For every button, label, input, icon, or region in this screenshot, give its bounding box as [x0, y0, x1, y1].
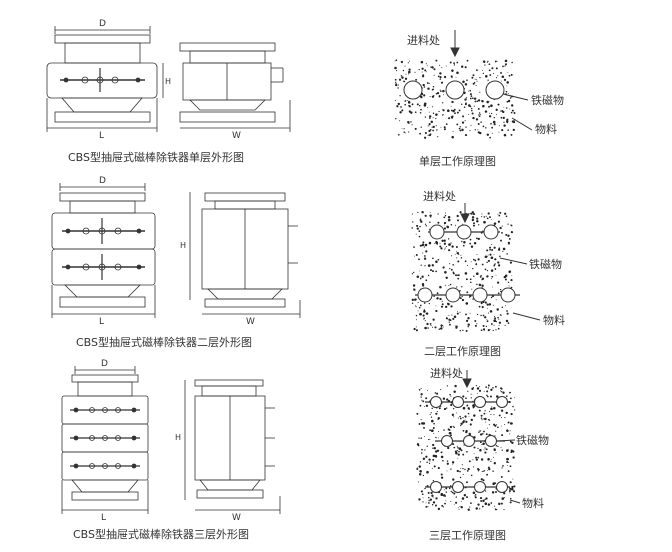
triple-principle-caption: 三层工作原理图 [429, 529, 506, 542]
dim-d-label: D [101, 359, 108, 369]
triple-outline-caption: CBS型抽屉式磁棒除铁器三层外形图 [73, 528, 250, 541]
dim-l-label: L [99, 317, 104, 327]
dim-l-label: L [99, 131, 104, 141]
magnet-label: 铁磁物 [531, 93, 564, 107]
double-side-view [189, 192, 301, 318]
dim-w-label: W [246, 317, 255, 327]
single-outline-caption: CBS型抽屉式磁棒除铁器单层外形图 [68, 151, 245, 164]
single-principle-caption: 单层工作原理图 [419, 155, 496, 168]
dim-d-label: D [99, 19, 106, 29]
triple-principle-diagram [425, 370, 521, 504]
single-principle-diagram [403, 30, 533, 131]
feed-label: 进料处 [423, 189, 456, 203]
single-side-view [179, 42, 291, 132]
dim-w-label: W [232, 131, 241, 141]
dim-h-label: H [180, 241, 186, 250]
feed-label: 进料处 [430, 366, 463, 380]
dim-h-label: H [175, 433, 181, 442]
double-outline-caption: CBS型抽屉式磁棒除铁器二层外形图 [76, 336, 253, 349]
feed-label: 进料处 [407, 33, 440, 47]
triple-side-view [184, 379, 281, 514]
dim-h-label: H [165, 77, 171, 86]
single-front-view [46, 26, 164, 132]
magnet-label: 铁磁物 [529, 257, 562, 271]
material-speckles [394, 59, 516, 511]
material-label: 物料 [535, 122, 557, 136]
dim-d-label: D [99, 176, 106, 186]
double-principle-diagram [415, 203, 541, 321]
double-front-view [51, 183, 156, 318]
dim-w-label: W [232, 513, 241, 523]
triple-front-view [61, 366, 149, 514]
double-principle-caption: 二层工作原理图 [424, 345, 501, 358]
material-label: 物料 [522, 496, 544, 510]
magnet-label: 铁磁物 [516, 433, 549, 447]
material-label: 物料 [543, 313, 565, 327]
dim-l-label: L [101, 513, 106, 523]
